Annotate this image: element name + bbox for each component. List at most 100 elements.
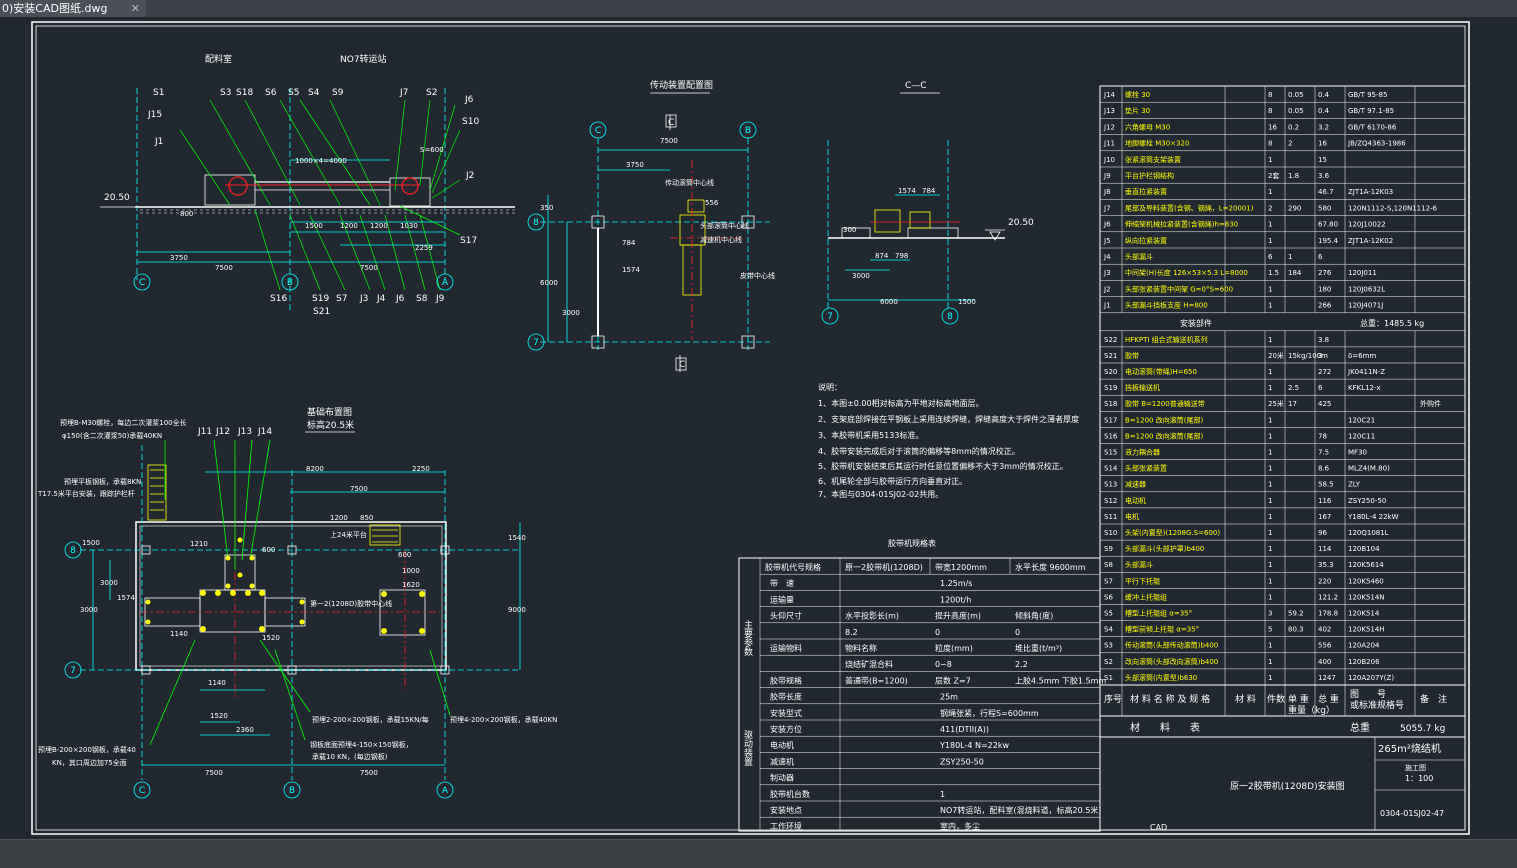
- belt-row-11-value: ZSY250-50: [940, 757, 984, 766]
- drawing-stage: 施工图: [1405, 763, 1426, 772]
- part-S5-qty: 3: [1268, 610, 1272, 618]
- belt-table-title: 胶带机规格表: [888, 538, 936, 548]
- axis-a-top: A: [442, 278, 449, 288]
- dim-11: S=600: [420, 146, 444, 154]
- part-S4-total: 402: [1318, 626, 1331, 634]
- drawing-canvas[interactable]: 配料室 NO7转运站 S1 J15 J1 S3 S18 S6 S5 S4 S9 …: [0, 17, 1517, 839]
- part-S6-id: S6: [1104, 593, 1113, 601]
- part-J6-qty: 1: [1268, 221, 1272, 229]
- part-S11-std: Y180L-4 22kW: [1347, 513, 1399, 521]
- fd-dim-22: 1200: [330, 514, 348, 522]
- part-J4-qty: 6: [1268, 253, 1273, 261]
- part-S5-name: 槽型上托辊组 α=35°: [1125, 609, 1192, 618]
- part-S19-total: 6: [1318, 384, 1323, 392]
- section-cc-text: C—C 1574 784 300 874 798 3000 6000 1500 …: [843, 81, 1034, 306]
- part-S7-qty: 1: [1268, 577, 1272, 585]
- ref-j7: J7: [399, 88, 408, 98]
- belt-row-2-c1: 水平投影长(m): [845, 611, 899, 621]
- part-J13-std: GB/T 97.1-85: [1348, 107, 1394, 115]
- fd-dim-1: 8200: [306, 465, 324, 473]
- belt-row-2-c3: 倾斜角(度): [1015, 611, 1053, 621]
- part-J3-total: 276: [1318, 269, 1332, 277]
- ref-s7: S7: [336, 294, 347, 304]
- dim-1: 1000×4=4000: [295, 157, 347, 165]
- part-J5-id: J5: [1103, 237, 1111, 245]
- part-J5-total: 195.4: [1318, 237, 1339, 245]
- belt-row-7-value: 25m: [940, 693, 958, 702]
- ref-j6b: J6: [395, 294, 405, 304]
- note-1: 1、本图±0.00相对标高为平地对标高地面层。: [818, 398, 984, 408]
- belt-row-10-value: Y180L-4 N=22kw: [939, 741, 1009, 750]
- part-S11-id: S11: [1104, 513, 1117, 521]
- part-S5-total: 178.8: [1318, 610, 1338, 618]
- belt-row-7-label: 胶带长度: [770, 692, 802, 702]
- footer-header-6-0: 图 号: [1350, 689, 1386, 700]
- dim-7: 2259: [415, 244, 433, 252]
- cc-dim-7: 6000: [880, 298, 898, 306]
- part-J7-std: 120N1112-S,120N1112-6: [1348, 204, 1438, 212]
- ref-s10: S10: [462, 117, 479, 127]
- belt-row-14-value: NO7转运站，配料室(混烧料道，标高20.5米): [940, 805, 1101, 815]
- foundation-view: [80, 431, 521, 780]
- part-S3-id: S3: [1104, 642, 1113, 650]
- part-S19-id: S19: [1104, 384, 1117, 392]
- part-S20-qty: 1: [1268, 368, 1272, 376]
- part-S14-std: MLZ4(M.80): [1348, 465, 1390, 473]
- callout-9: 预埋B-200×200钢板，承载40: [38, 745, 136, 754]
- part-S15-qty: 1: [1268, 449, 1272, 457]
- drawing-scale: 1：100: [1405, 774, 1433, 783]
- part-S21-std: δ=6mm: [1348, 352, 1376, 360]
- ref-s21: S21: [313, 307, 330, 317]
- part-S10-total: 96: [1318, 529, 1327, 537]
- belt-row-14-label: 安装地点: [770, 805, 802, 815]
- grand-total-label: 总重: [1350, 721, 1370, 734]
- part-J2-total: 180: [1318, 285, 1331, 293]
- footer-header-3-0: 件数: [1267, 693, 1285, 705]
- dim-5: 1200: [370, 222, 388, 230]
- cad-drawing: 配料室 NO7转运站 S1 J15 J1 S3 S18 S6 S5 S4 S9 …: [31, 21, 1470, 835]
- part-S14-name: 头部张紧装置: [1125, 464, 1167, 473]
- ref-s5: S5: [288, 88, 299, 98]
- tab-close-icon[interactable]: ✕: [130, 2, 140, 15]
- tr-axis-c: C: [595, 126, 601, 136]
- belt-row-8-label: 安装型式: [770, 708, 802, 718]
- part-S22-name: HFKPTI 组合式输送机系列: [1125, 335, 1208, 344]
- part-S11-qty: 1: [1268, 513, 1272, 521]
- ref-j11: J11: [197, 427, 212, 437]
- part-J3-unit: 184: [1288, 269, 1302, 277]
- part-J7-name: 尾部及导料装置(含钢、钢绳，L=20001): [1125, 203, 1254, 212]
- document-tab[interactable]: 0)安装CAD图纸.dwg ✕: [0, 0, 146, 17]
- part-J13-qty: 8: [1268, 107, 1272, 115]
- title-block: 265m²烧结机 施工图 1：100 原一2胶带机(1208D)安装图 0304…: [1150, 737, 1465, 832]
- fd-dim-14: 1540: [508, 534, 526, 542]
- part-S16-id: S16: [1104, 432, 1118, 440]
- transmission-title: 传动装置配置图: [650, 79, 713, 91]
- part-S20-total: 272: [1318, 368, 1331, 376]
- part-S3-std: 120A204: [1348, 642, 1380, 650]
- part-J12-unit: 0.2: [1288, 123, 1299, 131]
- note-2: 2、支架底部焊接在平钢板上采用连续焊缝，焊缝高度大于焊件之薄者厚度: [818, 414, 1079, 424]
- callout-2: φ150(含二次灌浆50)承载40KN: [62, 431, 162, 440]
- fd-dim-20: 600: [262, 546, 275, 554]
- part-S4-std: 120K514H: [1348, 626, 1385, 634]
- belt-row-2-c2: 提升高度(m): [935, 611, 981, 621]
- part-S20-std: JK0411N-Z: [1347, 368, 1385, 376]
- belt-row-5-c2: 0~8: [935, 660, 952, 669]
- part-J11-unit: 2: [1288, 140, 1292, 148]
- callout-10: KN，其口周边加75全面: [52, 758, 127, 767]
- project-name: 265m²烧结机: [1378, 742, 1441, 755]
- belt-header-3: 水平长度 9600mm: [1015, 562, 1086, 572]
- part-S4-unit: 80.3: [1288, 626, 1304, 634]
- ref-s9: S9: [332, 88, 344, 98]
- fd-dim-13: 9000: [508, 606, 526, 614]
- part-J2-name: 头部张紧装置中间架 G=0°S=600: [1125, 284, 1233, 293]
- part-J10-id: J10: [1103, 156, 1115, 164]
- part-S9-qty: 1: [1268, 545, 1272, 553]
- part-S2-id: S2: [1104, 658, 1113, 666]
- part-J8-name: 垂直拉紧装置: [1125, 187, 1167, 196]
- fd-dim-7: 1520: [210, 712, 228, 720]
- part-J3-qty: 1.5: [1268, 269, 1279, 277]
- belt-row-1-value: 1200t/h: [940, 595, 971, 604]
- part-S13-name: 减速器: [1125, 480, 1146, 489]
- part-S21-qty: 20米: [1268, 351, 1284, 360]
